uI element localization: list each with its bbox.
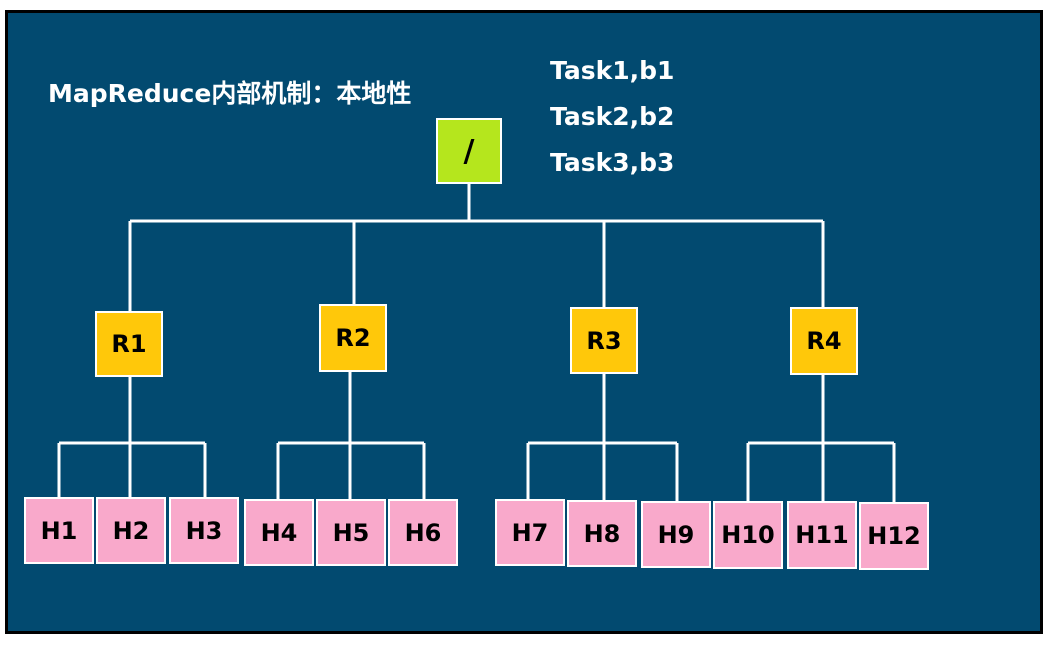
host-node-h11: H11 — [787, 501, 857, 569]
host-node-h12: H12 — [859, 502, 929, 570]
task-label-2: Task2,b2 — [550, 102, 675, 131]
rack-node-r3: R3 — [570, 307, 638, 374]
diagram-title: MapReduce内部机制：本地性 — [48, 79, 412, 108]
host-node-h9: H9 — [641, 501, 711, 568]
root-node: / — [436, 118, 502, 184]
host-node-h4: H4 — [244, 499, 314, 566]
host-node-h5: H5 — [316, 499, 386, 566]
task-label-1: Task1,b1 — [550, 56, 675, 85]
host-node-h2: H2 — [96, 497, 166, 564]
host-node-h6: H6 — [388, 499, 458, 566]
host-node-h1: H1 — [24, 497, 94, 564]
rack-node-r4: R4 — [790, 307, 858, 375]
rack-node-r1: R1 — [95, 311, 163, 377]
host-node-h8: H8 — [567, 500, 637, 567]
host-node-h3: H3 — [169, 497, 239, 564]
host-node-h7: H7 — [495, 499, 565, 566]
rack-node-r2: R2 — [319, 304, 387, 372]
host-node-h10: H10 — [713, 501, 783, 569]
task-label-3: Task3,b3 — [550, 148, 675, 177]
